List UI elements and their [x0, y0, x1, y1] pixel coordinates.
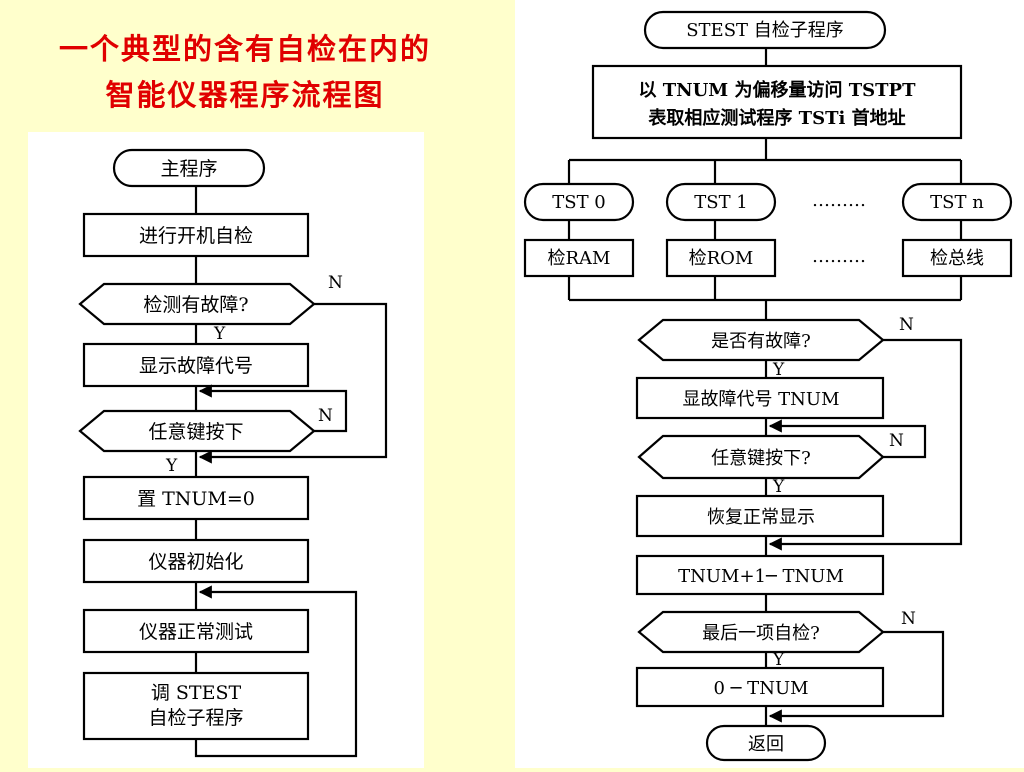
fault-check-sub-yes: Y	[772, 360, 785, 380]
stest-subroutine-flowchart: STEST 自检子程序 以 TNUM 为偏移量访问 TSTPT 表取相应测试程序…	[515, 0, 1024, 768]
check-ram-label: 检RAM	[548, 248, 611, 269]
increment-tnum-label: TNUM+1─ TNUM	[678, 566, 844, 587]
restore-display-box	[635, 494, 885, 538]
any-key-no-label: N	[318, 406, 333, 426]
any-key-sub-yes: Y	[772, 477, 785, 497]
show-fault-tnum-box	[635, 376, 885, 420]
normal-test-label: 仪器正常测试	[139, 621, 253, 643]
fault-check-label: 检测有故障?	[143, 294, 248, 316]
tst0-label: TST 0	[552, 192, 606, 213]
increment-tnum-box	[635, 554, 885, 596]
call-stest-label-2: 自检子程序	[148, 707, 243, 729]
main-flowchart-svg: 主程序 进行开机自检 检测有故障? 显示故障代号 任意键按下 置 TNUM=0 …	[78, 148, 388, 758]
slide-title-line2: 智能仪器程序流程图	[105, 78, 385, 112]
tstn-label: TST n	[930, 192, 984, 213]
check-bus-label: 检总线	[930, 248, 984, 269]
return-terminal	[705, 724, 827, 762]
check-rom-box	[665, 238, 777, 278]
access-tstpt-label-1: 以 TNUM 为偏移量访问 TSTPT	[639, 79, 917, 101]
dots-bottom: ………	[812, 246, 866, 267]
fault-check-sub-label: 是否有故障?	[711, 331, 811, 352]
main-start-terminal	[112, 148, 266, 188]
dots-top: ………	[812, 190, 866, 211]
tst1-label: TST 1	[694, 192, 748, 213]
check-rom-label: 检ROM	[689, 248, 754, 269]
last-check-yes: Y	[772, 650, 785, 670]
return-label: 返回	[748, 734, 784, 755]
fault-check-sub-no: N	[899, 315, 914, 335]
check-ram-box	[523, 238, 635, 278]
last-check-no: N	[901, 609, 916, 629]
access-tstpt-label-2: 表取相应测试程序 TSTi 首地址	[648, 107, 905, 129]
check-bus-box	[901, 238, 1013, 278]
show-fault-label: 显示故障代号	[139, 355, 253, 377]
fault-check-yes-label: Y	[213, 324, 226, 344]
main-program-flowchart: 主程序 进行开机自检 检测有故障? 显示故障代号 任意键按下 置 TNUM=0 …	[28, 132, 424, 768]
last-check-label: 最后一项自检?	[702, 623, 820, 644]
restore-display-label: 恢复正常显示	[707, 507, 815, 528]
power-on-check-box	[82, 212, 310, 258]
stest-flowchart-svg: STEST 自检子程序 以 TNUM 为偏移量访问 TSTPT 表取相应测试程序…	[523, 10, 1013, 762]
stest-start-label: STEST 自检子程序	[686, 20, 844, 41]
set-tnum-label: 置 TNUM=0	[137, 488, 255, 510]
tst1-terminal	[665, 182, 777, 222]
init-box	[82, 538, 310, 584]
show-fault-tnum-label: 显故障代号 TNUM	[682, 389, 839, 410]
tstn-terminal	[901, 182, 1013, 222]
main-start-label: 主程序	[160, 158, 217, 180]
any-key-yes-label: Y	[165, 456, 178, 476]
reset-tnum-box	[635, 666, 885, 708]
power-on-check-label: 进行开机自检	[139, 225, 253, 247]
call-stest-box	[82, 671, 310, 741]
call-stest-label-1: 调 STEST	[151, 682, 242, 704]
init-label: 仪器初始化	[148, 551, 243, 573]
access-tstpt-box	[591, 64, 963, 140]
any-key-label: 任意键按下	[148, 421, 243, 443]
fault-check-no-label: N	[328, 273, 343, 293]
any-key-sub-label: 任意键按下?	[711, 448, 811, 469]
slide-title-line1: 一个典型的含有自检在内的	[58, 32, 431, 66]
tst0-terminal	[523, 182, 635, 222]
reset-tnum-label: 0 ─ TNUM	[713, 678, 808, 699]
any-key-sub-no: N	[889, 431, 904, 451]
